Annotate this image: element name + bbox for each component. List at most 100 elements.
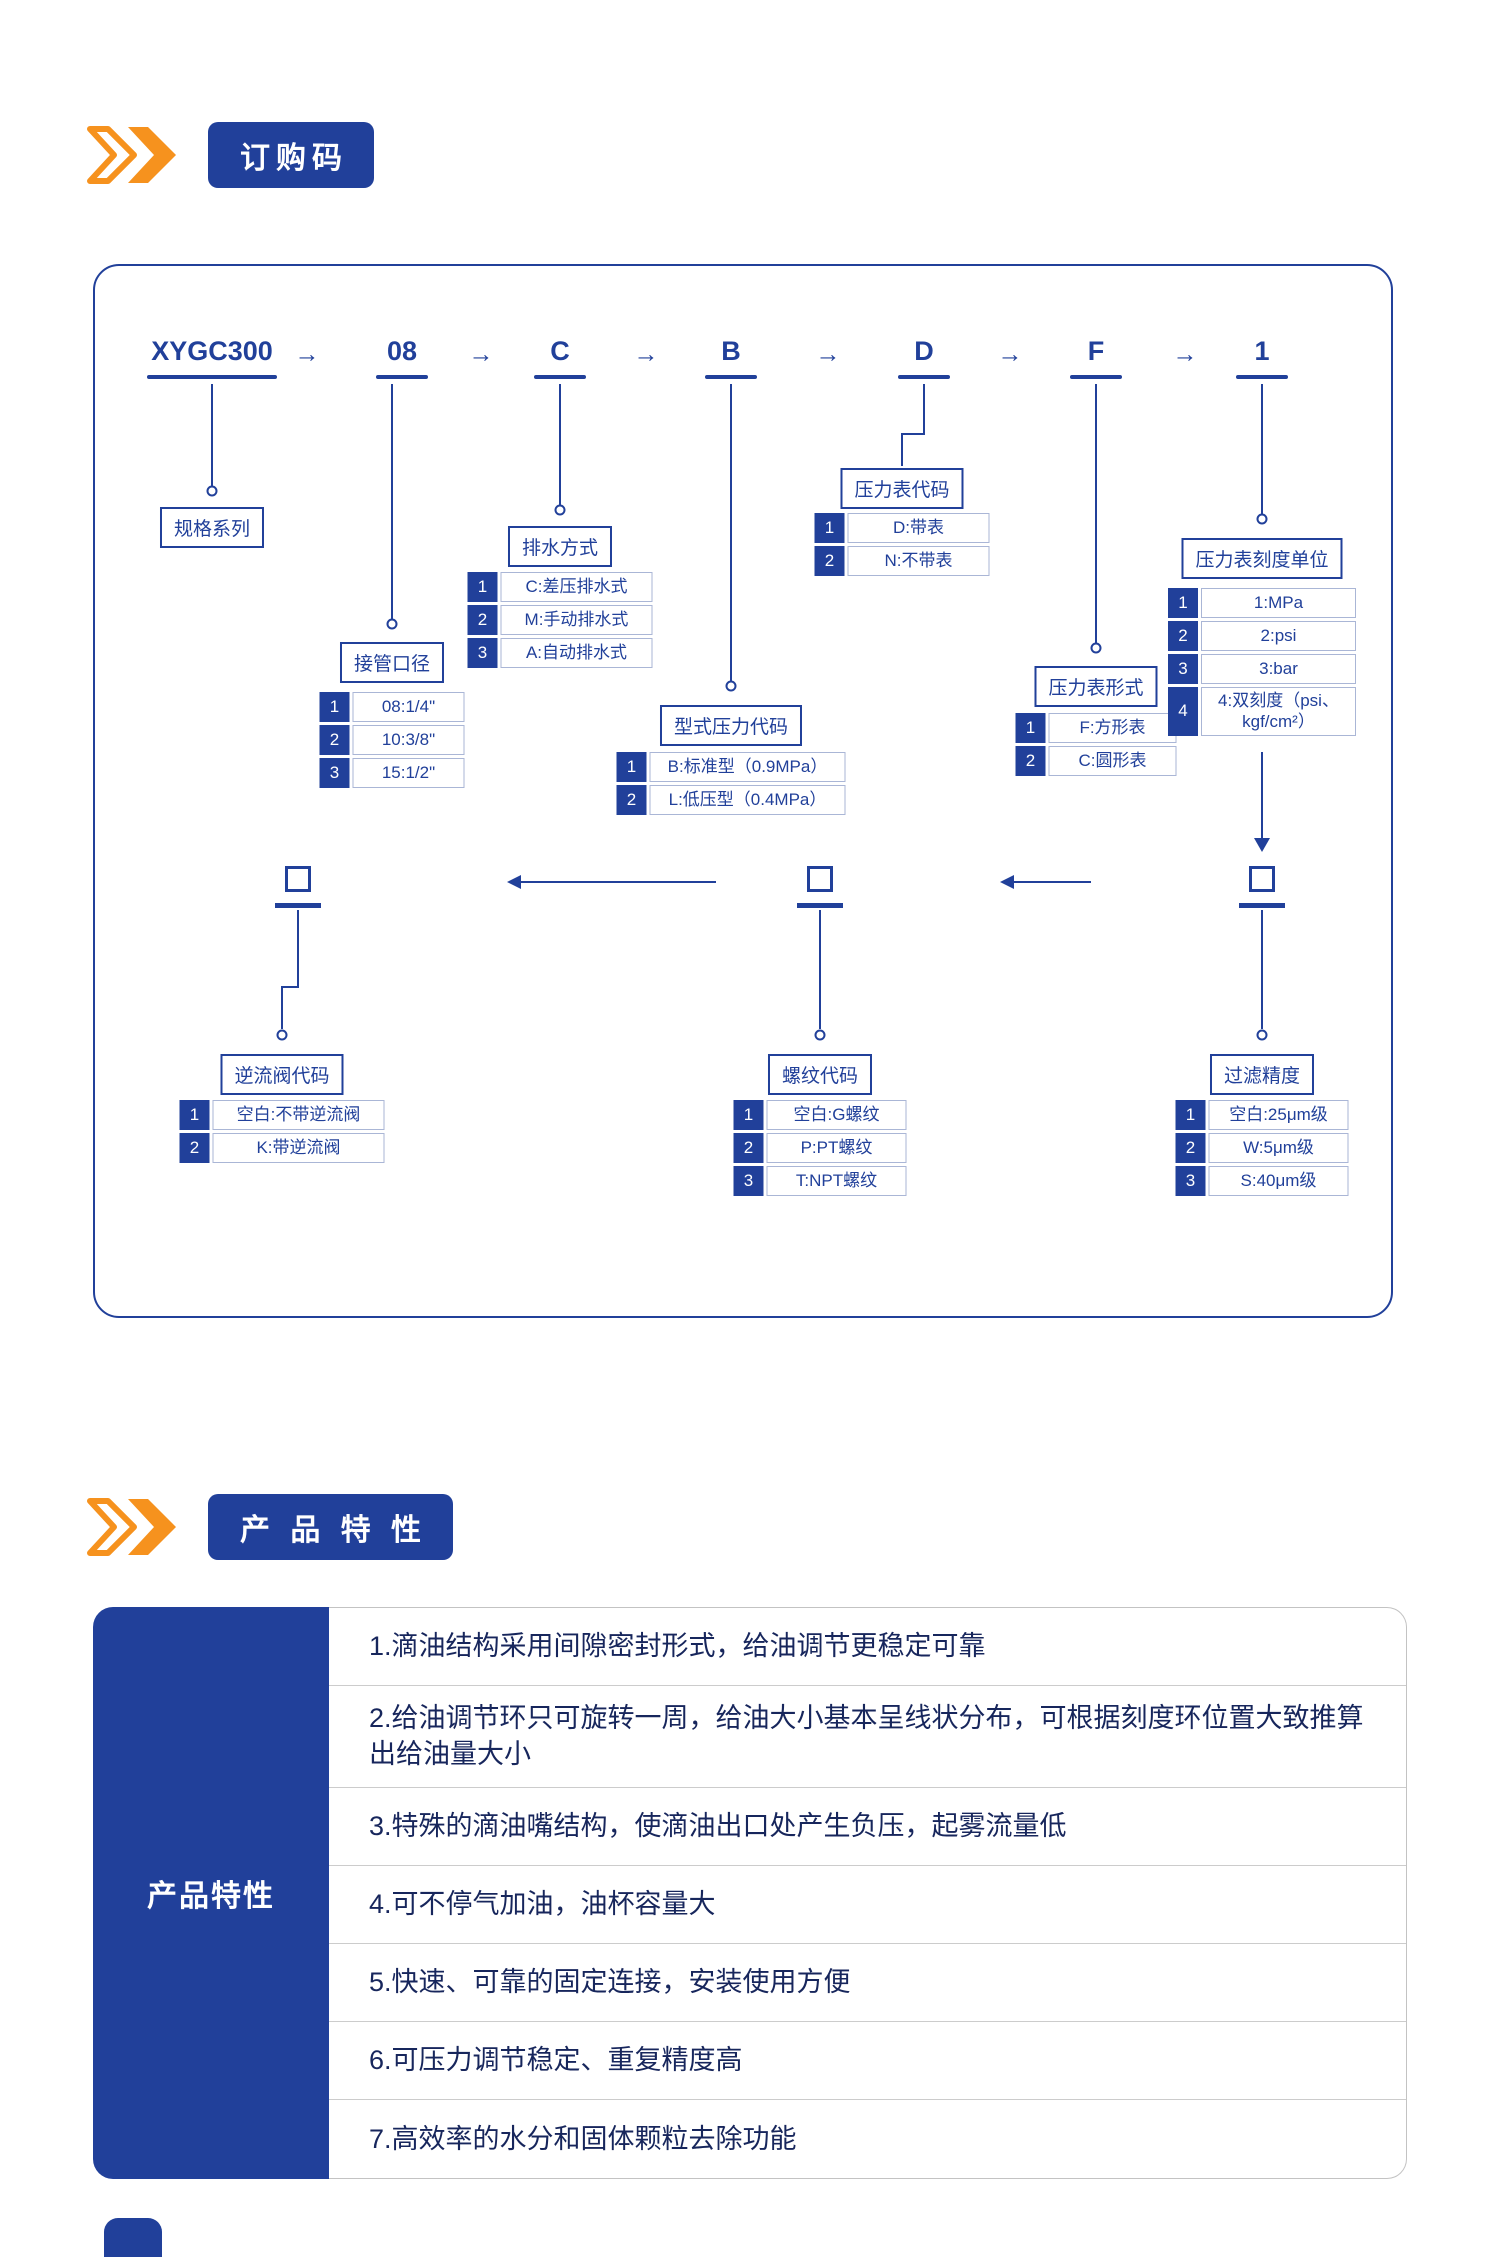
code-drain: C [534, 336, 586, 379]
label-pressure-type: 型式压力代码 [659, 705, 803, 746]
row-number-cell: 3 [467, 638, 498, 668]
row-number-cell: 1 [733, 1100, 764, 1130]
code-text: XYGC300 [151, 336, 273, 366]
placeholder-box-thread [807, 866, 833, 892]
row-value-cell: 空白:不带逆流阀 [212, 1100, 385, 1130]
code-pressure-type: B [705, 336, 757, 379]
label-check-valve: 逆流阀代码 [220, 1054, 344, 1095]
row-number-cell: 3 [1168, 654, 1198, 684]
placeholder-box-check-valve [285, 866, 311, 892]
label-drain-method: 排水方式 [507, 526, 613, 567]
label-port-size: 接管口径 [339, 642, 445, 683]
row-number-cell: 2 [733, 1133, 764, 1163]
row-value-cell: F:方形表 [1048, 713, 1177, 743]
row-value-cell: 08:1/4" [352, 692, 465, 722]
placeholder-box-filtration [1249, 866, 1275, 892]
row-number-cell: 2 [179, 1133, 210, 1163]
row-value-cell: K:带逆流阀 [212, 1133, 385, 1163]
row-value-cell: C:差压排水式 [500, 572, 653, 602]
row-number-cell: 1 [467, 572, 498, 602]
row-value-cell: 空白:G螺纹 [766, 1100, 907, 1130]
features-list: 1.滴油结构采用间隙密封形式，给油调节更稳定可靠 2.给油调节环只可旋转一周，给… [329, 1607, 1407, 2179]
code-text: B [721, 336, 741, 366]
placeholder-underline [797, 903, 843, 908]
features-header-cell: 产品特性 [93, 1607, 329, 2179]
row-number-cell: 2 [616, 785, 647, 815]
feature-text: 4.可不停气加油，油杯容量大 [369, 1889, 716, 1920]
row-value-cell: N:不带表 [847, 546, 990, 576]
label-gauge-form: 压力表形式 [1034, 666, 1158, 707]
feature-text: 6.可压力调节稳定、重复精度高 [369, 2045, 743, 2076]
row-number-cell: 2 [1168, 621, 1198, 651]
row-number-cell: 2 [319, 725, 350, 755]
row-number-cell: 3 [1175, 1166, 1206, 1196]
row-number-cell: 4 [1168, 687, 1198, 736]
row-number-cell: 2 [814, 546, 845, 576]
connector-lines [206, 384, 1270, 1041]
row-number-cell: 1 [1175, 1100, 1206, 1130]
flow-arrow-icon: → [633, 340, 659, 368]
flow-arrow-icon: → [1172, 340, 1198, 368]
row-value-cell: 10:3/8" [352, 725, 465, 755]
row-value-cell: 1:MPa [1201, 588, 1356, 618]
feature-text: 2.给油调节环只可旋转一周，给油大小基本呈线状分布，可根据刻度环位置大致推算出给… [369, 1703, 1364, 1770]
order-code-title: 订购码 [208, 122, 374, 188]
row-number-cell: 2 [467, 605, 498, 635]
feature-item: 7.高效率的水分和固体颗粒去除功能 [329, 2100, 1406, 2178]
row-number-cell: 1 [179, 1100, 210, 1130]
placeholder-underline [275, 903, 321, 908]
row-value-cell: B:标准型（0.9MPa） [649, 752, 846, 782]
code-underline [534, 375, 586, 379]
row-number-cell: 1 [319, 692, 350, 722]
code-gauge-form: F [1070, 336, 1122, 379]
feature-item: 4.可不停气加油，油杯容量大 [329, 1866, 1406, 1944]
label-scale-unit: 压力表刻度单位 [1181, 538, 1343, 579]
row-number-cell: 3 [733, 1166, 764, 1196]
row-value-cell: S:40μm级 [1208, 1166, 1349, 1196]
code-underline [376, 375, 428, 379]
feature-item: 1.滴油结构采用间隙密封形式，给油调节更稳定可靠 [329, 1608, 1406, 1686]
double-chevron-icon [87, 1498, 176, 1556]
label-spec-series: 规格系列 [159, 507, 265, 548]
row-value-cell: W:5μm级 [1208, 1133, 1349, 1163]
row-value-cell: M:手动排水式 [500, 605, 653, 635]
code-underline [898, 375, 950, 379]
row-value-cell: D:带表 [847, 513, 990, 543]
double-chevron-icon [87, 126, 176, 184]
code-text: 08 [386, 336, 418, 366]
row-number-cell: 3 [319, 758, 350, 788]
row-value-cell: A:自动排水式 [500, 638, 653, 668]
row-value-cell: 空白:25μm级 [1208, 1100, 1349, 1130]
order-code-diagram: XYGC300 → 08 → C → B → D → F → 1 规格系列 接管… [93, 264, 1393, 1318]
features-title: 产 品 特 性 [208, 1494, 454, 1560]
row-number-cell: 1 [814, 513, 845, 543]
code-text: C [550, 336, 570, 366]
flow-arrow-icon: → [815, 340, 841, 368]
row-value-cell: 2:psi [1201, 621, 1356, 651]
row-value-cell: C:圆形表 [1048, 746, 1177, 776]
